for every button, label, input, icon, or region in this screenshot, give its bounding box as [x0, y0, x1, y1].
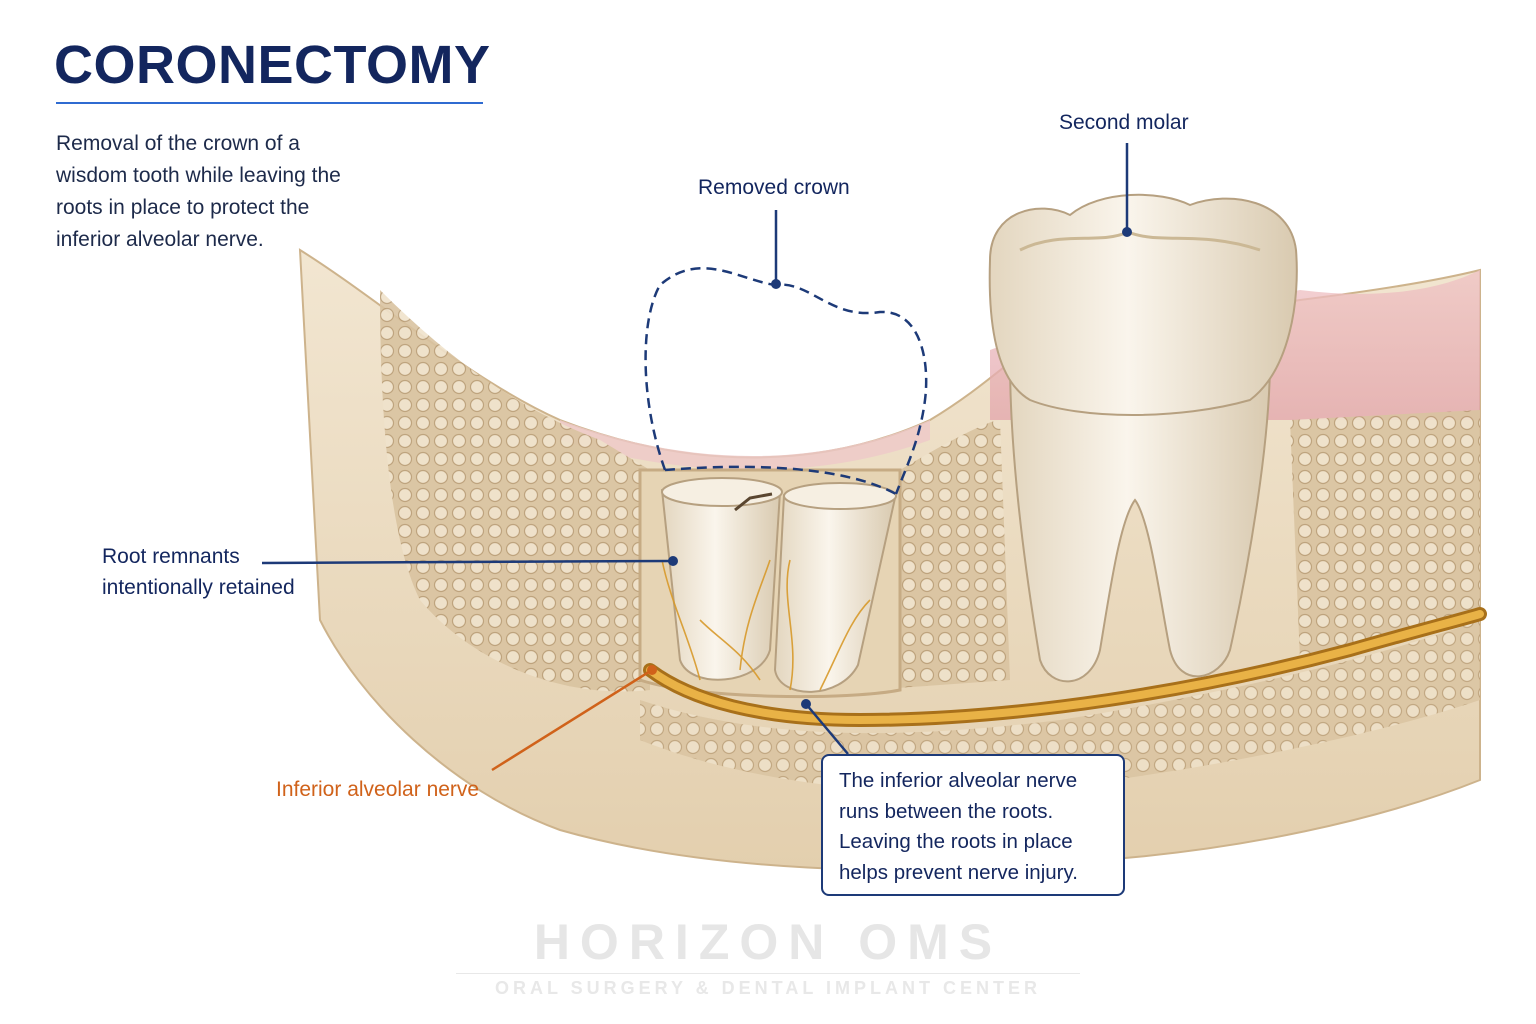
- nerve-callout-box: The inferior alveolar nerve runs between…: [821, 754, 1125, 896]
- removed-crown-outline: [644, 267, 928, 495]
- watermark-rule: [456, 973, 1080, 974]
- root-remnant-right-top: [783, 482, 897, 510]
- cancellous-bone-left: [380, 290, 650, 692]
- root-remnant-left-top: [661, 477, 783, 507]
- callout-line-4: helps prevent nerve injury.: [839, 860, 1078, 884]
- label-removed-crown: Removed crown: [698, 176, 850, 199]
- callout-line-1: The inferior alveolar nerve: [839, 769, 1078, 792]
- second-molar-crown: [988, 193, 1298, 416]
- label-root-remnants-line2: intentionally retained: [102, 576, 295, 599]
- label-root-remnants-line1: Root remnants: [102, 545, 240, 568]
- nerve-branches: [661, 559, 871, 691]
- label-inferior-alveolar-nerve: Inferior alveolar nerve: [276, 778, 480, 801]
- description-text: Removal of the crown of a wisdom tooth w…: [56, 132, 341, 251]
- gum-tissue-left: [560, 420, 930, 470]
- watermark-subtitle: ORAL SURGERY & DENTAL IMPLANT CENTER: [494, 978, 1042, 998]
- title-underline: [56, 102, 483, 104]
- cancellous-bone-right: [1290, 410, 1480, 660]
- callout-line-3: Leaving the roots in place: [839, 830, 1073, 853]
- page-title: CORONECTOMY: [54, 35, 491, 95]
- callout-line-2: runs between the roots.: [839, 799, 1054, 823]
- watermark: HORIZON OMS ORAL SURGERY & DENTAL IMPLAN…: [456, 913, 1080, 999]
- second-molar-roots: [1008, 359, 1272, 683]
- leader-lines: [261, 143, 1132, 772]
- removed-crown-base: [664, 465, 897, 496]
- label-second-molar: Second molar: [1059, 111, 1189, 134]
- watermark-name: HORIZON OMS: [533, 914, 1003, 970]
- cancellous-bone-lower: [640, 620, 1480, 793]
- root-fracture: [734, 492, 773, 512]
